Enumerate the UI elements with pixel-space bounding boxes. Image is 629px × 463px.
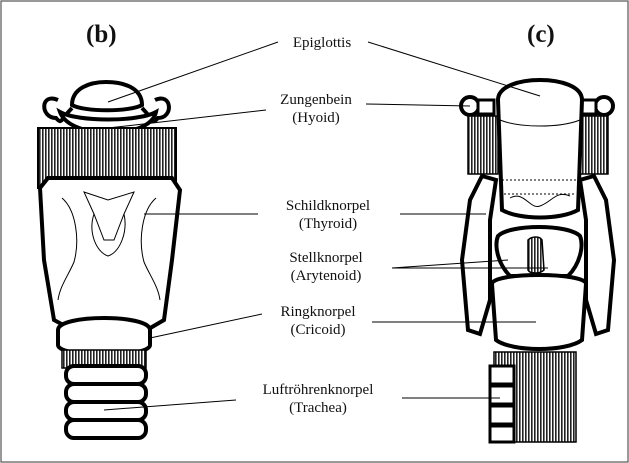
trachea-ring-c4 — [490, 426, 514, 442]
trachea-ring-c1 — [490, 366, 514, 384]
trachea-ring-3 — [66, 402, 146, 420]
label-trachea-de: Luftröhrenknorpel — [263, 382, 374, 398]
panel-label-c: (c) — [527, 21, 555, 48]
trachea-ring-2 — [66, 384, 146, 402]
hyoid-bar-left — [478, 100, 494, 114]
label-hyoid-de: Zungenbein — [280, 92, 352, 108]
label-thyroid-en: (Thyroid) — [299, 216, 357, 232]
trachea-ring-c3 — [490, 406, 514, 424]
label-epiglottis: Epiglottis — [293, 35, 352, 51]
hyoid-end-right — [595, 97, 613, 115]
label-trachea-en: (Trachea) — [289, 400, 347, 416]
label-thyroid-de: Schildknorpel — [286, 198, 370, 214]
leader-hyoid-c — [366, 104, 470, 106]
epiglottis-b — [72, 82, 142, 110]
leader-epiglottis-c — [368, 42, 540, 96]
larynx-front-view — [38, 82, 180, 438]
label-cricoid-en: (Cricoid) — [291, 322, 346, 338]
leader-cricoid-b — [150, 314, 262, 338]
leader-epiglottis-b — [108, 42, 278, 102]
label-arytenoid-de: Stellknorpel — [289, 250, 362, 266]
label-hyoid-en: (Hyoid) — [292, 110, 340, 126]
membrane-left-c — [468, 116, 498, 174]
larynx-back-view — [461, 80, 614, 442]
trachea-ring-1 — [66, 366, 146, 384]
label-arytenoid-en: (Arytenoid) — [291, 268, 362, 284]
trachea-ring-c2 — [490, 386, 514, 404]
cricoid-cartilage-b — [58, 318, 150, 355]
label-cricoid-de: Ringknorpel — [281, 304, 356, 320]
panel-label-b: (b) — [86, 21, 117, 48]
epiglottis-c — [498, 80, 582, 218]
thyroid-cartilage-b — [40, 178, 180, 334]
trachea-ring-4 — [66, 420, 146, 438]
cricoid-cartilage-c — [492, 275, 586, 349]
thyroid-lamina-left-c — [462, 176, 496, 334]
